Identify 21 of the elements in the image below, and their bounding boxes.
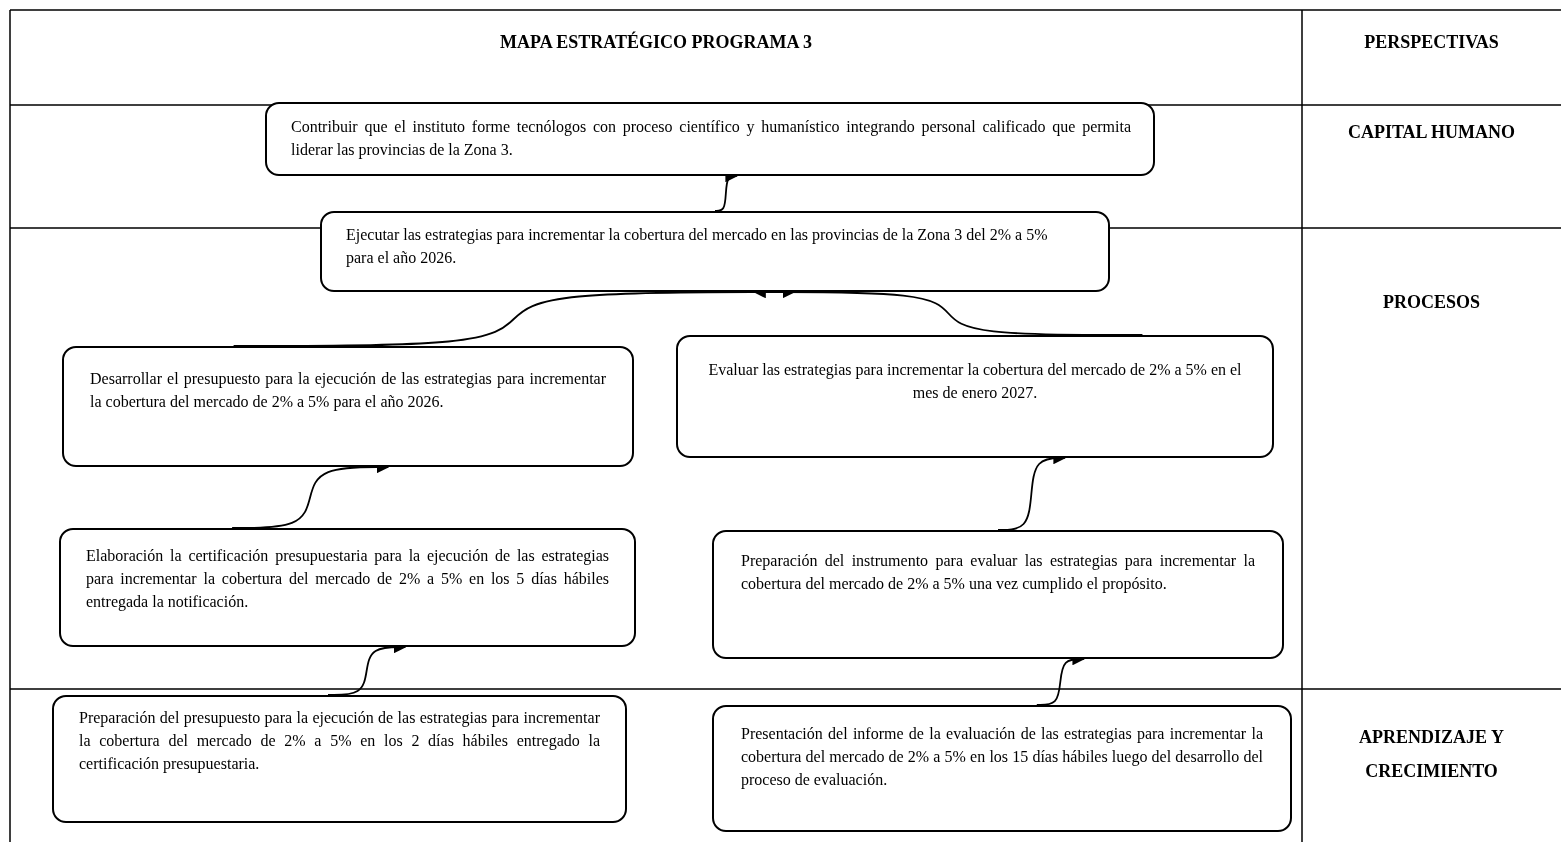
objective-box <box>676 335 1274 458</box>
objective-text: Contribuir que el instituto forme tecnólogos con proceso científico y humanístico integrando personal calificado que permita liderar las provincias de la Zona 3. <box>291 117 1131 161</box>
perspective-label: CAPITAL HUMANO <box>1346 121 1517 144</box>
column-heading: PERSPECTIVAS <box>1363 31 1500 54</box>
objective-text: Presentación del informe de la evaluación de las estrategias para incrementar la cobertura del mercado de 2% a 5% en los 15 días hábiles luego del desarrollo del proceso de evaluación. <box>741 724 1263 791</box>
objective-text: Evaluar las estrategias para incrementar la cobertura del mercado de 2% a 5% en el mes de enero 2027. <box>708 360 1242 403</box>
objective-box <box>265 102 1155 176</box>
objective-box <box>712 530 1284 659</box>
objective-text: Preparación del instrumento para evaluar las estrategias para incrementar la cobertura del mercado de 2% a 5% una vez cumplido el propósito. <box>741 551 1255 595</box>
objective-box <box>52 695 627 823</box>
objective-text: Desarrollar el presupuesto para la ejecución de las estrategias para incrementar la cobertura del mercado de 2% a 5% para el año 2026. <box>90 369 606 413</box>
perspective-label: APRENDIZAJE Y CRECIMIENTO <box>1358 726 1505 783</box>
objective-box <box>62 346 634 467</box>
table-heading: MAPA ESTRATÉGICO PROGRAMA 3 <box>499 30 813 54</box>
objective-text: Ejecutar las estrategias para incrementar la cobertura del mercado en las provincias de la Zona 3 del 2% a 5% para el año 2026. <box>346 225 1049 269</box>
perspective-label: PROCESOS <box>1382 291 1481 314</box>
objective-text: Elaboración la certificación presupuestaria para la ejecución de las estrategias para incrementar la cobertura del mercado de 2% a 5% en los 5 días hábiles entregada la notificación. <box>86 546 609 613</box>
objective-box <box>59 528 636 647</box>
objective-text: Preparación del presupuesto para la ejecución de las estrategias para incrementar la cobertura del mercado de 2% a 5% en los 2 días hábiles entregado la certificación presupuestaria. <box>79 708 600 775</box>
objective-box <box>320 211 1110 292</box>
objective-box <box>712 705 1292 832</box>
